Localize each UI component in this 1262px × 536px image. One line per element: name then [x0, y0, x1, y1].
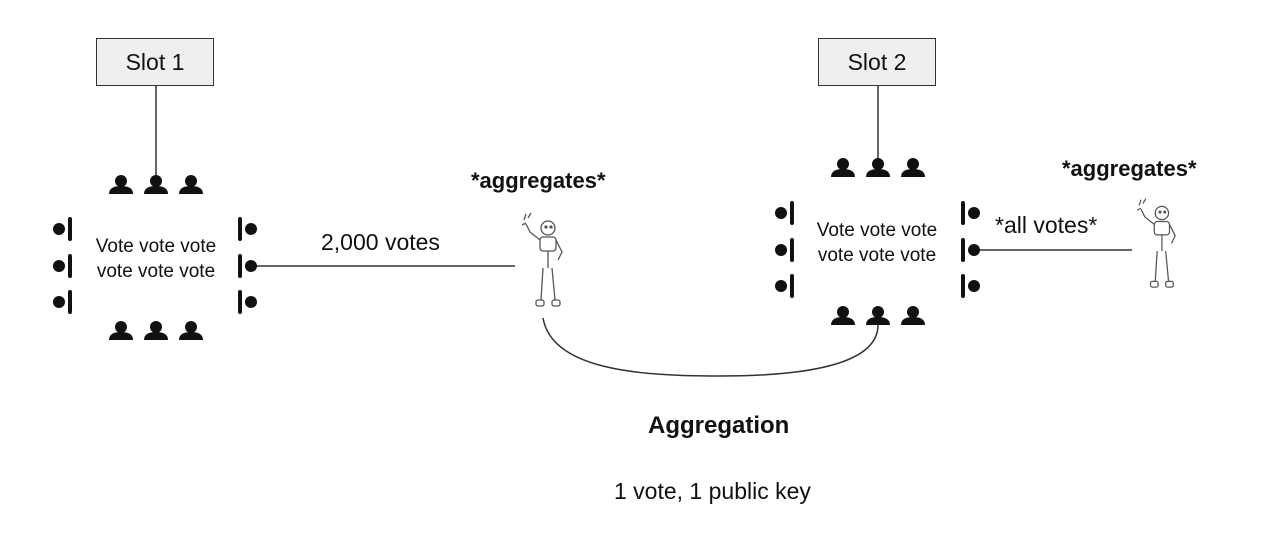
- person-icon: [53, 290, 72, 314]
- person-icon: [144, 175, 168, 194]
- person-icon: [238, 254, 257, 278]
- aggregation-arc: [542, 317, 879, 377]
- table2-votes-line2: vote vote vote: [817, 245, 937, 266]
- person-icon: [179, 321, 203, 340]
- person-icon: [775, 238, 794, 262]
- person-icon: [831, 158, 855, 177]
- person-icon: [53, 217, 72, 241]
- person-icon: [901, 158, 925, 177]
- table2-votes-text: Vote vote vote vote vote vote: [797, 218, 957, 268]
- table1-votes-text: Vote vote vote vote vote vote: [76, 234, 236, 284]
- aggregation-title: Aggregation: [648, 412, 790, 439]
- aggregator1-label: *aggregates*: [471, 168, 606, 193]
- table1-votes-line1: Vote vote vote: [95, 236, 217, 257]
- person-icon: [109, 321, 133, 340]
- aggregator-figure-icon: [1136, 198, 1176, 288]
- person-icon: [831, 306, 855, 325]
- edge-label-all-votes: *all votes*: [995, 212, 1098, 238]
- edge-label-votes: 2,000 votes: [321, 229, 440, 255]
- person-icon: [775, 274, 794, 298]
- person-icon: [109, 175, 133, 194]
- aggregation-subtitle: 1 vote, 1 public key: [614, 478, 811, 504]
- person-icon: [961, 274, 980, 298]
- person-icon: [901, 306, 925, 325]
- aggregator2-label: *aggregates*: [1062, 156, 1197, 181]
- person-icon: [144, 321, 168, 340]
- person-icon: [53, 254, 72, 278]
- person-icon: [775, 201, 794, 225]
- table2-votes-line1: Vote vote vote: [816, 220, 938, 241]
- slot2-box: Slot 2: [818, 38, 936, 86]
- table1-votes-line2: vote vote vote: [96, 261, 216, 282]
- person-icon: [179, 175, 203, 194]
- slot1-box: Slot 1: [96, 38, 214, 86]
- person-icon: [866, 158, 890, 177]
- person-icon: [866, 306, 890, 325]
- aggregator-figure-icon: [521, 212, 563, 307]
- person-icon: [961, 238, 980, 262]
- person-icon: [961, 201, 980, 225]
- person-icon: [238, 290, 257, 314]
- person-icon: [238, 217, 257, 241]
